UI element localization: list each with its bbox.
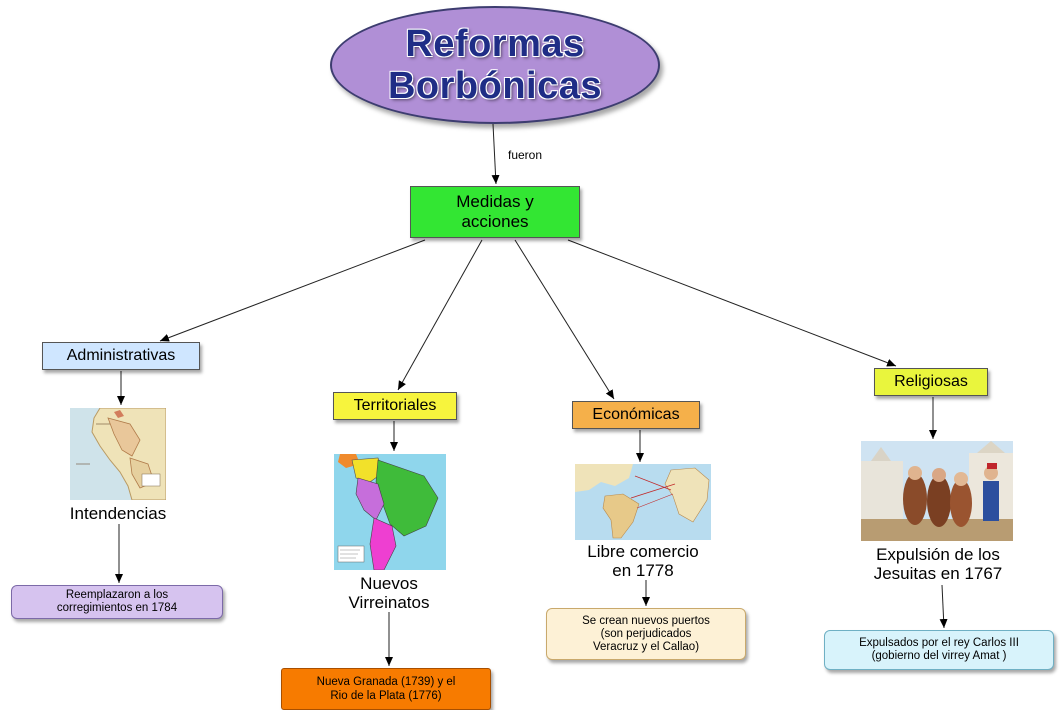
note-carlos-line2: (gobierno del virrey Amat ) [871,650,1007,662]
link-expulsion-note [939,584,948,629]
caption-libre-comercio: Libre comercio en 1778 [568,542,718,580]
link-hub-territoriales [397,239,483,391]
note-corregimientos-line1: Reemplazaron a los [65,589,169,601]
hub-node: Medidas y acciones [410,186,580,238]
root-title-line2: Borbónicas [387,65,603,107]
category-territoriales: Territoriales [333,392,457,420]
note-nueva-granada: Nueva Granada (1739) y el Rio de la Plat… [281,668,491,710]
atlantic-trade-map-image [575,464,711,540]
south-america-viceroyalties-map-image [334,454,446,570]
note-corregimientos: Reemplazaron a los corregimientos en 178… [11,585,223,619]
caption-expulsion-line1: Expulsión de los [876,545,1000,564]
hub-line2: acciones [461,212,529,231]
caption-virreinatos-line2: Virreinatos [348,593,430,612]
note-carlos-line1: Expulsados por el rey Carlos III [859,637,1019,649]
category-economicas: Económicas [572,401,700,429]
note-carlos-iii: Expulsados por el rey Carlos III (gobier… [824,630,1054,670]
link-hub-religiosas [567,239,897,367]
caption-intendencias-text: Intendencias [69,504,167,523]
note-puertos-line1: Se crean nuevos puertos [582,614,710,627]
hub-line1: Medidas y [456,192,534,211]
caption-comercio-line2: en 1778 [612,561,674,580]
link-label-fueron: fueron [508,148,543,162]
note-granada-line2: Rio de la Plata (1776) [330,690,442,702]
link-hub-administrativas [159,239,426,342]
category-administrativas: Administrativas [42,342,200,370]
root-title-line1: Reformas [405,23,585,65]
caption-virreinatos-line1: Nuevos [360,574,418,593]
note-corregimientos-line2: corregimientos en 1784 [56,602,178,614]
caption-expulsion-line2: Jesuitas en 1767 [873,564,1003,583]
caption-nuevos-virreinatos: Nuevos Virreinatos [325,574,453,612]
caption-expulsion-jesuitas: Expulsión de los Jesuitas en 1767 [852,545,1024,583]
link-root-hub [491,123,500,185]
note-puertos-line3: Veracruz y el Callao) [592,640,700,653]
jesuit-expulsion-image [861,441,1013,541]
note-nuevos-puertos: Se crean nuevos puertos (son perjudicado… [546,608,746,660]
caption-comercio-line1: Libre comercio [587,542,699,561]
note-granada-line1: Nueva Granada (1739) y el [316,676,456,688]
link-hub-economicas [514,239,615,400]
root-node: Reformas Borbónicas [330,6,660,124]
peru-map-image [70,408,166,500]
note-puertos-line2: (son perjudicados [600,627,692,640]
caption-intendencias: Intendencias [56,504,180,523]
category-religiosas: Religiosas [874,368,988,396]
